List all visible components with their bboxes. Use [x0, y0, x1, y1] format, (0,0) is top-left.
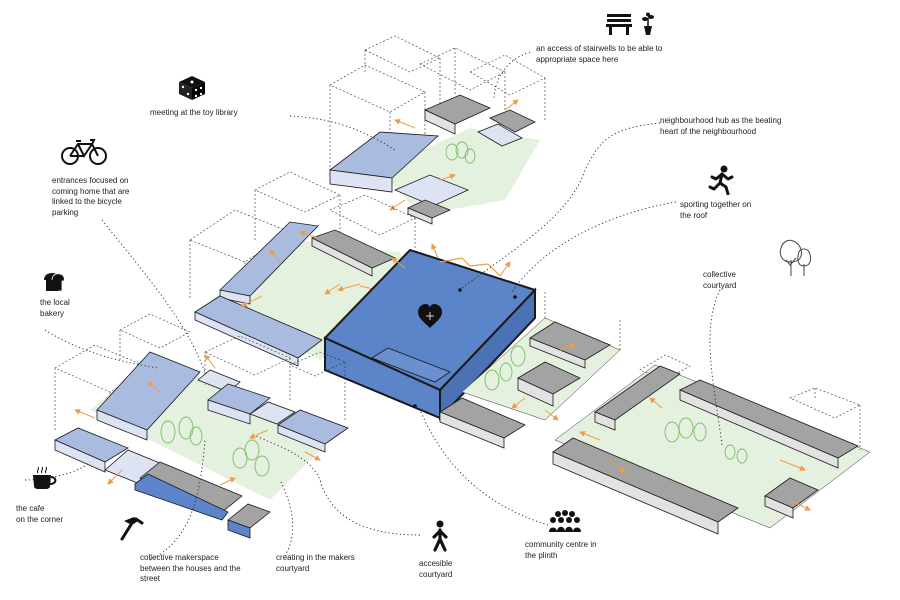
label-courtyard: collective courtyard	[703, 270, 737, 290]
block-south-east	[439, 290, 621, 449]
bread-icon	[44, 273, 65, 292]
label-makerspace: collective makerspace between the houses…	[140, 553, 241, 583]
dice-icon	[179, 76, 205, 100]
walking-person-icon	[432, 520, 448, 552]
crowd-icon	[549, 510, 581, 532]
leader-lines	[24, 51, 723, 561]
label-bakery: the local bakery	[40, 298, 70, 318]
label-community: community centre in the plinth	[525, 540, 597, 560]
bench-and-plant-icon	[606, 12, 654, 35]
block-north	[328, 35, 546, 225]
label-hub: neighbourhood hub as the beating heart o…	[660, 116, 782, 136]
label-sport: sporting together on the roof	[680, 200, 752, 220]
tree-icon	[779, 239, 812, 276]
coffee-cup-icon	[33, 466, 57, 489]
block-south-west	[54, 313, 349, 539]
label-bicycle: entrances focused on coming home that ar…	[52, 176, 130, 217]
label-stairwells: an access of stairwells to be able to ap…	[536, 44, 663, 64]
label-accessible: accesible courtyard	[419, 559, 453, 579]
bicycle-icon	[61, 139, 107, 165]
running-person-icon	[708, 165, 734, 195]
label-makers-courtyard: creating in the makers courtyard	[276, 553, 355, 573]
label-toy-library: meeting at the toy library	[150, 108, 238, 117]
hammer-icon	[120, 517, 144, 541]
heart-icon	[418, 304, 442, 328]
neighbourhood-hub	[323, 243, 537, 421]
label-cafe: the cafe on the corner	[16, 504, 64, 524]
block-east	[552, 354, 871, 535]
